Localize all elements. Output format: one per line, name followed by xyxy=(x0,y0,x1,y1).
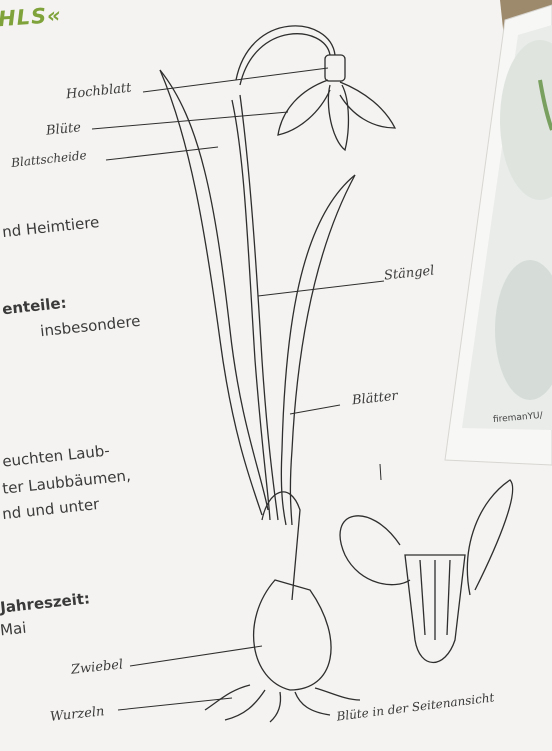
header-fragment: HLS« xyxy=(0,3,62,31)
text-mai: Mai xyxy=(0,619,27,640)
